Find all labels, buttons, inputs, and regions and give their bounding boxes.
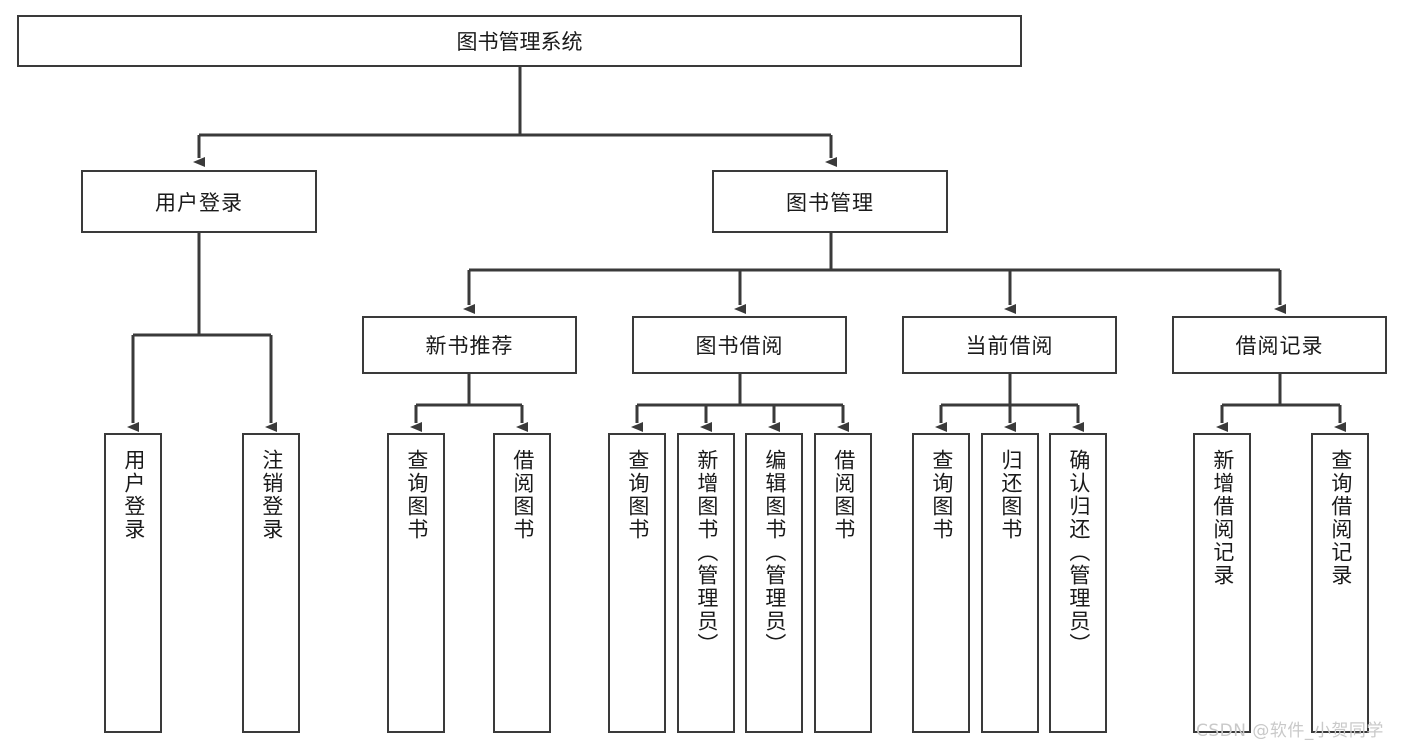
node-leaf-add-book-admin[interactable]: 新增图书（管理员） [677,433,735,733]
node-leaf-label: 借阅图书 [831,449,856,541]
node-new-book-recommend[interactable]: 新书推荐 [362,316,577,374]
node-leaf-label: 编辑图书（管理员） [762,449,787,656]
node-leaf-label: 查询图书 [404,449,429,541]
node-leaf-edit-book-admin[interactable]: 编辑图书（管理员） [745,433,803,733]
node-leaf-label: 新增借阅记录 [1210,449,1235,587]
node-leaf-borrow-book[interactable]: 借阅图书 [814,433,872,733]
node-leaf-return-book[interactable]: 归还图书 [981,433,1039,733]
node-borrow-record[interactable]: 借阅记录 [1172,316,1387,374]
node-leaf-label: 归还图书 [998,449,1023,541]
node-leaf-label: 查询图书 [929,449,954,541]
node-leaf-label: 确认归还（管理员） [1066,449,1091,656]
node-leaf-query-book-recommend[interactable]: 查询图书 [387,433,445,733]
node-book-borrow[interactable]: 图书借阅 [632,316,847,374]
node-leaf-label: 查询图书 [625,449,650,541]
node-leaf-label: 用户登录 [121,449,146,541]
node-current-borrow[interactable]: 当前借阅 [902,316,1117,374]
node-leaf-label: 注销登录 [259,449,284,541]
csdn-watermark: CSDN @软件_小贺同学 [1196,721,1384,741]
node-user-login[interactable]: 用户登录 [81,170,317,233]
node-leaf-label: 借阅图书 [510,449,535,541]
node-leaf-query-book-borrow[interactable]: 查询图书 [608,433,666,733]
node-leaf-label: 查询借阅记录 [1328,449,1353,587]
node-leaf-borrow-book-recommend[interactable]: 借阅图书 [493,433,551,733]
node-leaf-query-book-current[interactable]: 查询图书 [912,433,970,733]
node-book-management[interactable]: 图书管理 [712,170,948,233]
node-leaf-confirm-return-admin[interactable]: 确认归还（管理员） [1049,433,1107,733]
node-root-system[interactable]: 图书管理系统 [17,15,1022,67]
node-leaf-logout[interactable]: 注销登录 [242,433,300,733]
node-leaf-query-borrow-record[interactable]: 查询借阅记录 [1311,433,1369,733]
node-leaf-user-login[interactable]: 用户登录 [104,433,162,733]
node-leaf-label: 新增图书（管理员） [694,449,719,656]
node-leaf-add-borrow-record[interactable]: 新增借阅记录 [1193,433,1251,733]
